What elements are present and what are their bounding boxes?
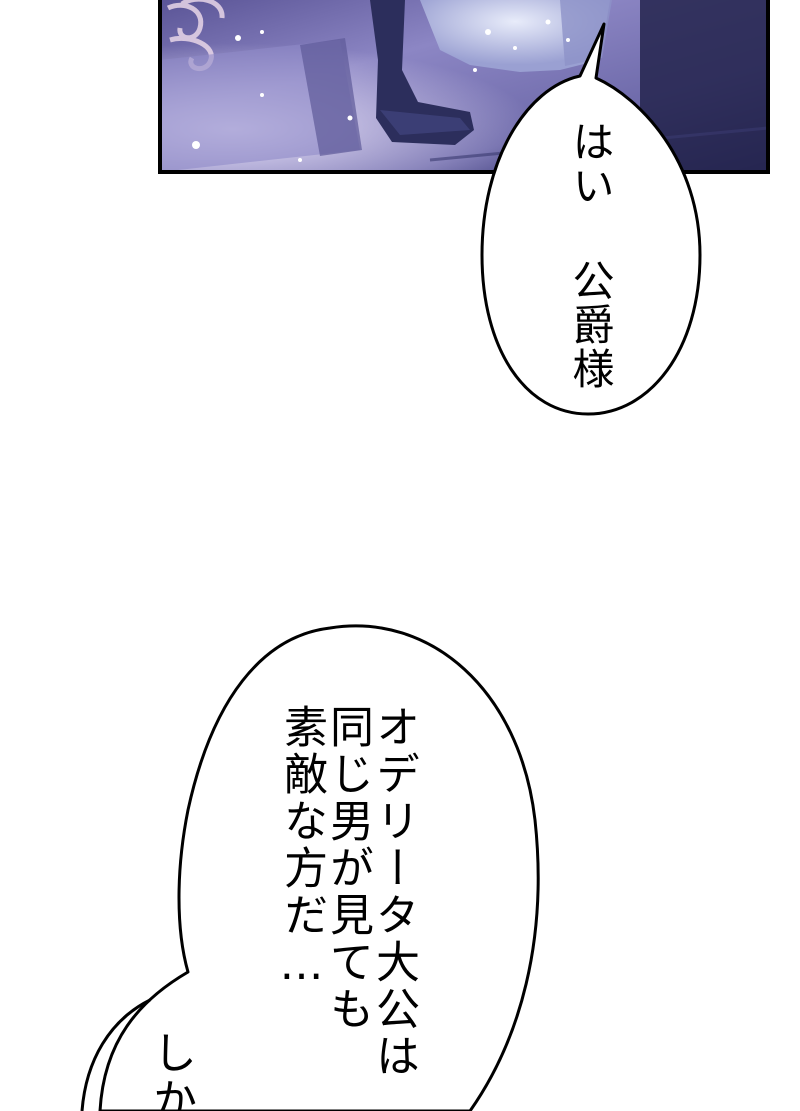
speech-2-line-1: オデリータ大公は: [368, 704, 419, 1080]
speech-bubble-1: [480, 22, 702, 416]
speech-text-2: オデリータ大公は 同じ男が見ても 素敵な方だ…: [276, 704, 419, 1080]
speech-3-line-1: しか: [145, 1030, 196, 1111]
speech-text-3: しか: [145, 1030, 196, 1111]
speech-2-line-2: 同じ男が見ても: [322, 704, 373, 1033]
speech-2-line-3: 素敵な方だ…: [276, 704, 327, 993]
character-boot: [370, 0, 474, 145]
sparkles: [192, 19, 570, 162]
panel-border: [158, 0, 770, 174]
speech-text-1: はい 公爵様: [566, 120, 615, 391]
speech-bubble-2: [80, 624, 540, 1111]
speech-1-line-1: はい 公爵様: [566, 120, 615, 391]
